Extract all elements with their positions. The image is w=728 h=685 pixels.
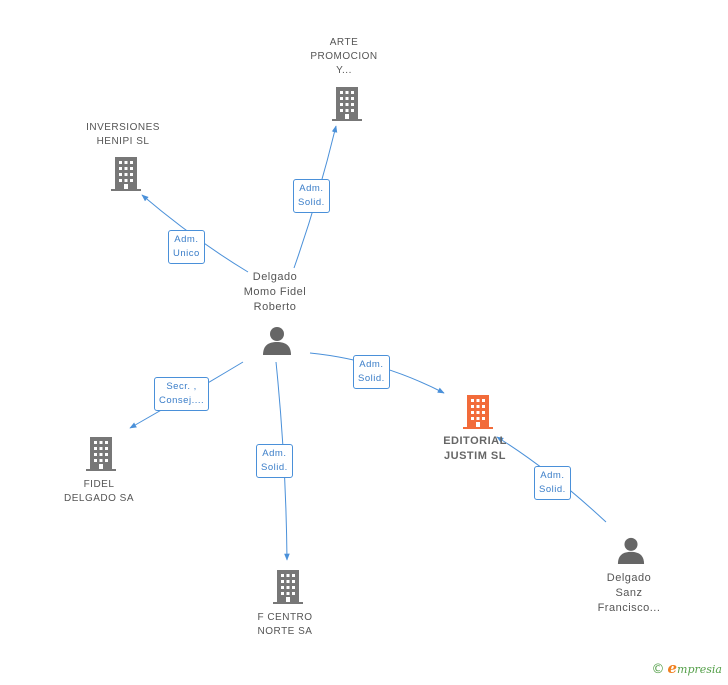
edge-label-arte: Adm. Solid. — [293, 179, 330, 213]
empresia-logo: ©empresia — [651, 659, 722, 677]
inversiones-building-icon[interactable] — [111, 157, 141, 191]
node-label-editorial[interactable]: EDITORIAL JUSTIM SL — [443, 435, 507, 462]
edge-label-inversiones: Adm. Unico — [168, 230, 205, 264]
copyright-icon: © — [651, 662, 665, 677]
delgado-sanz-person-icon[interactable] — [617, 537, 645, 564]
fidel-building-icon[interactable] — [86, 437, 116, 471]
delgado-momo-person-icon[interactable] — [263, 327, 291, 355]
fcentro-building-icon[interactable] — [273, 570, 303, 604]
node-label-arte[interactable]: ARTE PROMOCION Y... — [310, 37, 378, 76]
edge-label-fcentro: Adm. Solid. — [256, 444, 293, 478]
edge-label-fidel: Secr. , Consej.... — [154, 377, 210, 411]
brand-initial: e — [667, 659, 678, 677]
editorial-building-icon[interactable] — [463, 395, 493, 429]
edge-label-sanz: Adm. Solid. — [534, 466, 571, 500]
edge-label-editorial: Adm. Solid. — [353, 355, 390, 389]
brand-name: mpresia — [677, 663, 722, 676]
node-label-delgado-sanz[interactable]: Delgado Sanz Francisco... — [597, 572, 661, 614]
node-label-delgado-momo[interactable]: Delgado Momo Fidel Roberto — [243, 271, 307, 313]
node-label-fcentro[interactable]: F CENTRO NORTE SA — [257, 612, 313, 637]
node-label-inversiones[interactable]: INVERSIONES HENIPI SL — [86, 122, 160, 147]
arte-building-icon[interactable] — [332, 87, 362, 121]
node-label-fidel[interactable]: FIDEL DELGADO SA — [63, 479, 135, 504]
